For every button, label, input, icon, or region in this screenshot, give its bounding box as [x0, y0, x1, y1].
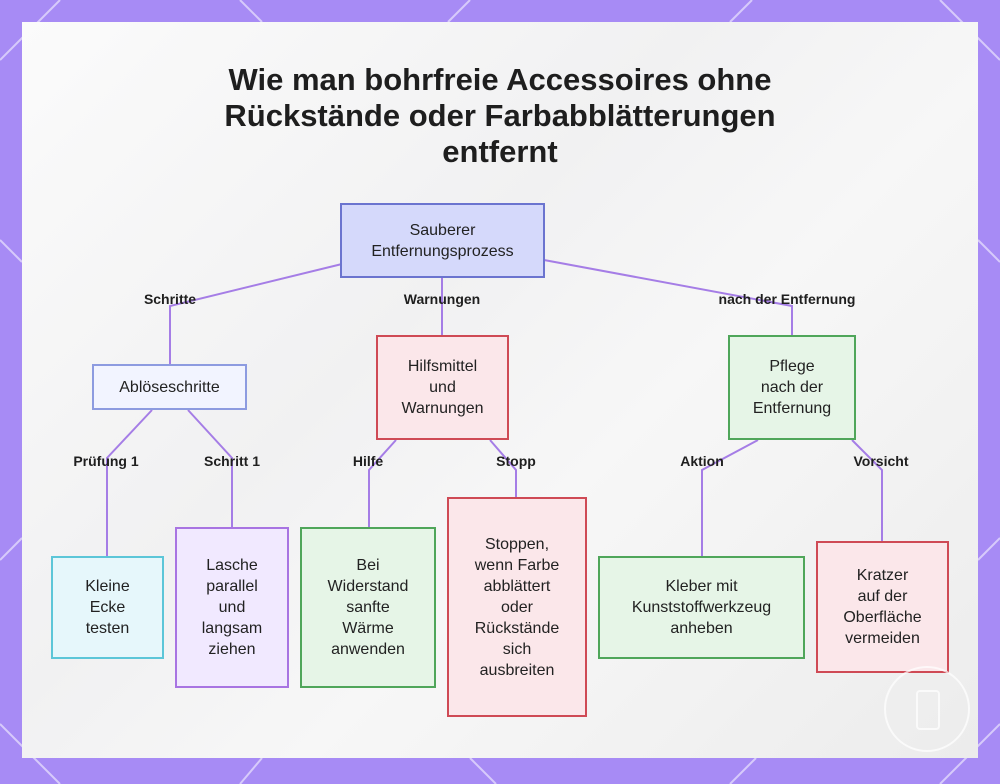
- watermark-logo: [884, 666, 970, 752]
- node-waerme: Bei Widerstand sanfte Wärme anwenden: [300, 527, 436, 688]
- edge-abloese-ecke: [107, 410, 152, 556]
- node-lasche: Lasche parallel und langsam ziehen: [175, 527, 289, 688]
- node-hilfsmittel-warnungen: Hilfsmittel und Warnungen: [376, 335, 509, 440]
- edge-label-stopp: Stopp: [496, 453, 536, 469]
- edge-label-vorsicht: Vorsicht: [854, 453, 909, 469]
- edge-label-nach-entfernung: nach der Entfernung: [719, 291, 856, 307]
- edge-label-schritte: Schritte: [144, 291, 196, 307]
- node-stoppen: Stoppen, wenn Farbe abblättert oder Rück…: [447, 497, 587, 717]
- node-kleber: Kleber mit Kunststoffwerkzeug anheben: [598, 556, 805, 659]
- edge-label-pruefung: Prüfung 1: [73, 453, 138, 469]
- edge-label-warnungen: Warnungen: [404, 291, 480, 307]
- edge-label-schritt1: Schritt 1: [204, 453, 260, 469]
- edge-root-abloese: [170, 264, 342, 366]
- node-root: Sauberer Entfernungsprozess: [340, 203, 545, 278]
- node-kratzer: Kratzer auf der Oberfläche vermeiden: [816, 541, 949, 673]
- node-pflege: Pflege nach der Entfernung: [728, 335, 856, 440]
- edge-label-aktion: Aktion: [680, 453, 724, 469]
- edge-label-hilfe: Hilfe: [353, 453, 383, 469]
- node-abloeseschritte: Ablöseschritte: [92, 364, 247, 410]
- node-kleine-ecke: Kleine Ecke testen: [51, 556, 164, 659]
- watermark-icon: [916, 690, 940, 730]
